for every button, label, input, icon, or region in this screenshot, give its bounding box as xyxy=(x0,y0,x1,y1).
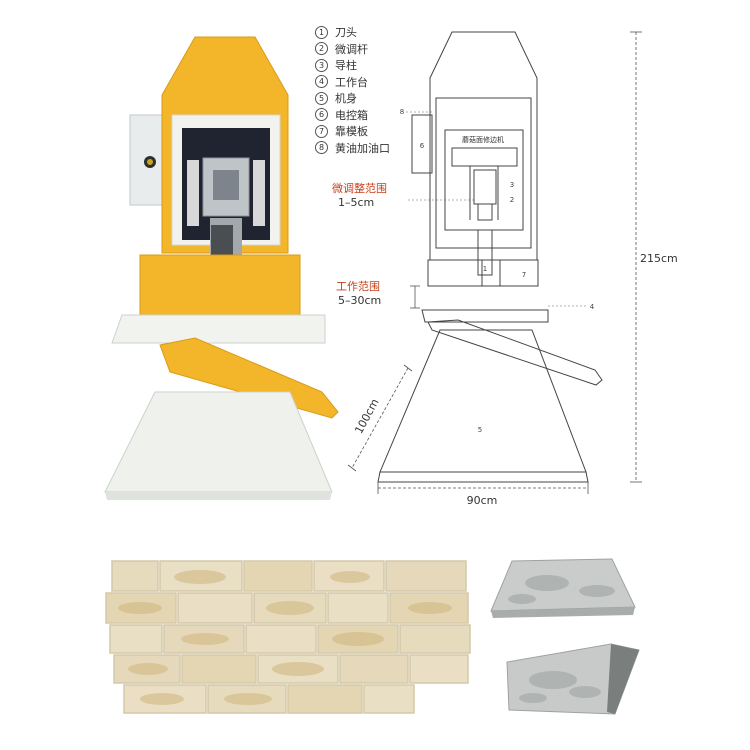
fine-adjust-title: 微调整范围 xyxy=(332,181,387,195)
work-table xyxy=(111,314,326,344)
legend-label: 机身 xyxy=(335,92,357,106)
work-range-value: 5–30cm xyxy=(338,294,381,307)
diagram-table xyxy=(421,309,549,323)
legend-label: 导柱 xyxy=(335,59,357,73)
callout-8: 8 xyxy=(400,108,404,116)
machine-line-drawing: 蘑菇面修边机 1 2 3 4 5 6 7 8 215cm 90cm 100cm xyxy=(332,31,678,507)
stone-slab-sample-1 xyxy=(490,558,636,618)
callout-2: 2 xyxy=(510,196,514,204)
machine-photo xyxy=(104,36,339,500)
callout-1: 1 xyxy=(483,265,487,273)
callout-5: 5 xyxy=(478,426,482,434)
callout-4: 4 xyxy=(590,303,595,311)
fine-adjust-range: 1–5cm xyxy=(338,196,374,209)
legend-label: 刀头 xyxy=(335,26,357,40)
template-board xyxy=(139,254,301,318)
legend-label: 靠模板 xyxy=(335,125,368,139)
callout-3: 3 xyxy=(510,181,514,189)
stone-slab-sample-2 xyxy=(506,643,640,715)
callout-7: 7 xyxy=(522,271,526,279)
legend-label: 工作台 xyxy=(335,75,368,89)
diagram-panel-text: 蘑菇面修边机 xyxy=(462,135,504,144)
depth-label: 100cm xyxy=(352,397,381,436)
diagram-control-box xyxy=(411,114,433,174)
legend-label: 电控箱 xyxy=(335,108,368,122)
legend-label: 微调杆 xyxy=(335,42,368,56)
callout-6: 6 xyxy=(420,142,425,150)
diagram-chute xyxy=(427,319,603,386)
diagram-head xyxy=(429,31,538,261)
diagram-template xyxy=(427,259,539,287)
stone-wall-sample xyxy=(105,560,471,714)
diagram-body xyxy=(379,329,587,473)
discharge-chute xyxy=(159,337,339,419)
width-label: 90cm xyxy=(467,494,498,507)
height-label: 215cm xyxy=(640,252,678,265)
depth-dimension-line xyxy=(351,367,409,469)
legend-label: 黄油加油口 xyxy=(335,141,390,155)
work-range-title: 工作范围 xyxy=(336,279,380,293)
